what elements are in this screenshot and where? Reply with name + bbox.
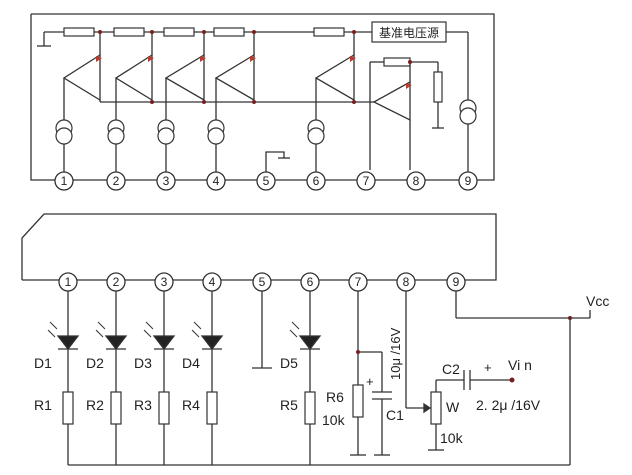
vcc-label: Vcc bbox=[586, 293, 609, 309]
led-label-d1: D1 bbox=[34, 355, 52, 371]
svg-text:5: 5 bbox=[263, 174, 270, 188]
component-labels: D1 D2 D3 D4 D5 R1 R2 R3 R4 R5 R6 10k + C… bbox=[34, 293, 609, 446]
svg-text:6: 6 bbox=[307, 275, 314, 289]
current-sources bbox=[55, 99, 477, 172]
bottom-pin-9: 9 bbox=[446, 272, 466, 292]
svg-text:6: 6 bbox=[313, 174, 320, 188]
reference-label: 基准电压源 bbox=[379, 26, 439, 40]
top-pin-9: 9 bbox=[458, 171, 478, 191]
pot-value: 10k bbox=[440, 430, 464, 446]
c1-plus: + bbox=[366, 374, 374, 389]
top-pin-3: 3 bbox=[156, 171, 176, 191]
svg-text:3: 3 bbox=[161, 275, 168, 289]
top-pin-8: 8 bbox=[406, 171, 426, 191]
top-pin-7: 7 bbox=[356, 171, 376, 191]
bottom-pin-8: 8 bbox=[396, 272, 416, 292]
vin-label: Vi n bbox=[508, 357, 532, 373]
c1-value: 10μ /16V bbox=[388, 327, 403, 380]
top-pin-1: 1 bbox=[54, 171, 74, 191]
led-label-d3: D3 bbox=[134, 355, 152, 371]
led-label-d4: D4 bbox=[182, 355, 200, 371]
bottom-pin-4: 4 bbox=[202, 272, 222, 292]
svg-text:3: 3 bbox=[163, 174, 170, 188]
svg-text:2: 2 bbox=[113, 174, 120, 188]
top-pin-2: 2 bbox=[106, 171, 126, 191]
led-label-d5: D5 bbox=[280, 355, 298, 371]
svg-text:4: 4 bbox=[209, 275, 216, 289]
bottom-pin-row: 1 2 3 4 5 6 7 8 9 bbox=[58, 272, 466, 292]
svg-text:5: 5 bbox=[259, 275, 266, 289]
svg-text:8: 8 bbox=[413, 174, 420, 188]
led-columns bbox=[47, 291, 322, 465]
comparator-array bbox=[62, 30, 370, 125]
svg-text:7: 7 bbox=[355, 275, 362, 289]
ic-package-outline bbox=[21, 213, 497, 281]
c1-label: C1 bbox=[386, 407, 404, 423]
r6-label: R6 bbox=[326, 389, 344, 405]
potentiometer-network bbox=[405, 291, 515, 451]
svg-text:7: 7 bbox=[363, 174, 370, 188]
bottom-pin-1: 1 bbox=[58, 272, 78, 292]
resistor-divider-chain bbox=[37, 27, 372, 47]
buffer-amplifier bbox=[369, 57, 444, 170]
vcc-network bbox=[455, 291, 591, 465]
c2-label: C2 bbox=[442, 361, 460, 377]
svg-text:8: 8 bbox=[403, 275, 410, 289]
svg-text:9: 9 bbox=[465, 174, 472, 188]
bottom-pin-3: 3 bbox=[154, 272, 174, 292]
resistor-label-r4: R4 bbox=[182, 397, 200, 413]
resistor-label-r1: R1 bbox=[34, 397, 52, 413]
pot-label: W bbox=[446, 399, 460, 415]
led-label-d2: D2 bbox=[86, 355, 104, 371]
top-pin-4: 4 bbox=[206, 171, 226, 191]
c2-plus: + bbox=[484, 360, 492, 375]
top-pin-5: 5 bbox=[256, 171, 276, 191]
reference-voltage-source: 基准电压源 bbox=[371, 21, 469, 100]
svg-text:2: 2 bbox=[113, 275, 120, 289]
svg-text:9: 9 bbox=[453, 275, 460, 289]
r6-value: 10k bbox=[322, 412, 346, 428]
svg-text:1: 1 bbox=[65, 275, 72, 289]
c2-value: 2. 2μ /16V bbox=[476, 397, 541, 413]
resistor-label-r3: R3 bbox=[134, 397, 152, 413]
top-pin-row: 1 2 3 4 5 6 7 8 9 bbox=[54, 171, 478, 191]
resistor-label-r2: R2 bbox=[86, 397, 104, 413]
top-pin-6: 6 bbox=[306, 171, 326, 191]
bottom-pin-6: 6 bbox=[300, 272, 320, 292]
bottom-pin-7: 7 bbox=[348, 272, 368, 292]
ic-internal-block bbox=[30, 13, 495, 181]
bottom-pin-5: 5 bbox=[252, 272, 272, 292]
svg-text:4: 4 bbox=[213, 174, 220, 188]
r6-c1-network bbox=[350, 291, 392, 456]
resistor-label-r5: R5 bbox=[280, 397, 298, 413]
svg-text:1: 1 bbox=[61, 174, 68, 188]
bottom-pin-2: 2 bbox=[106, 272, 126, 292]
